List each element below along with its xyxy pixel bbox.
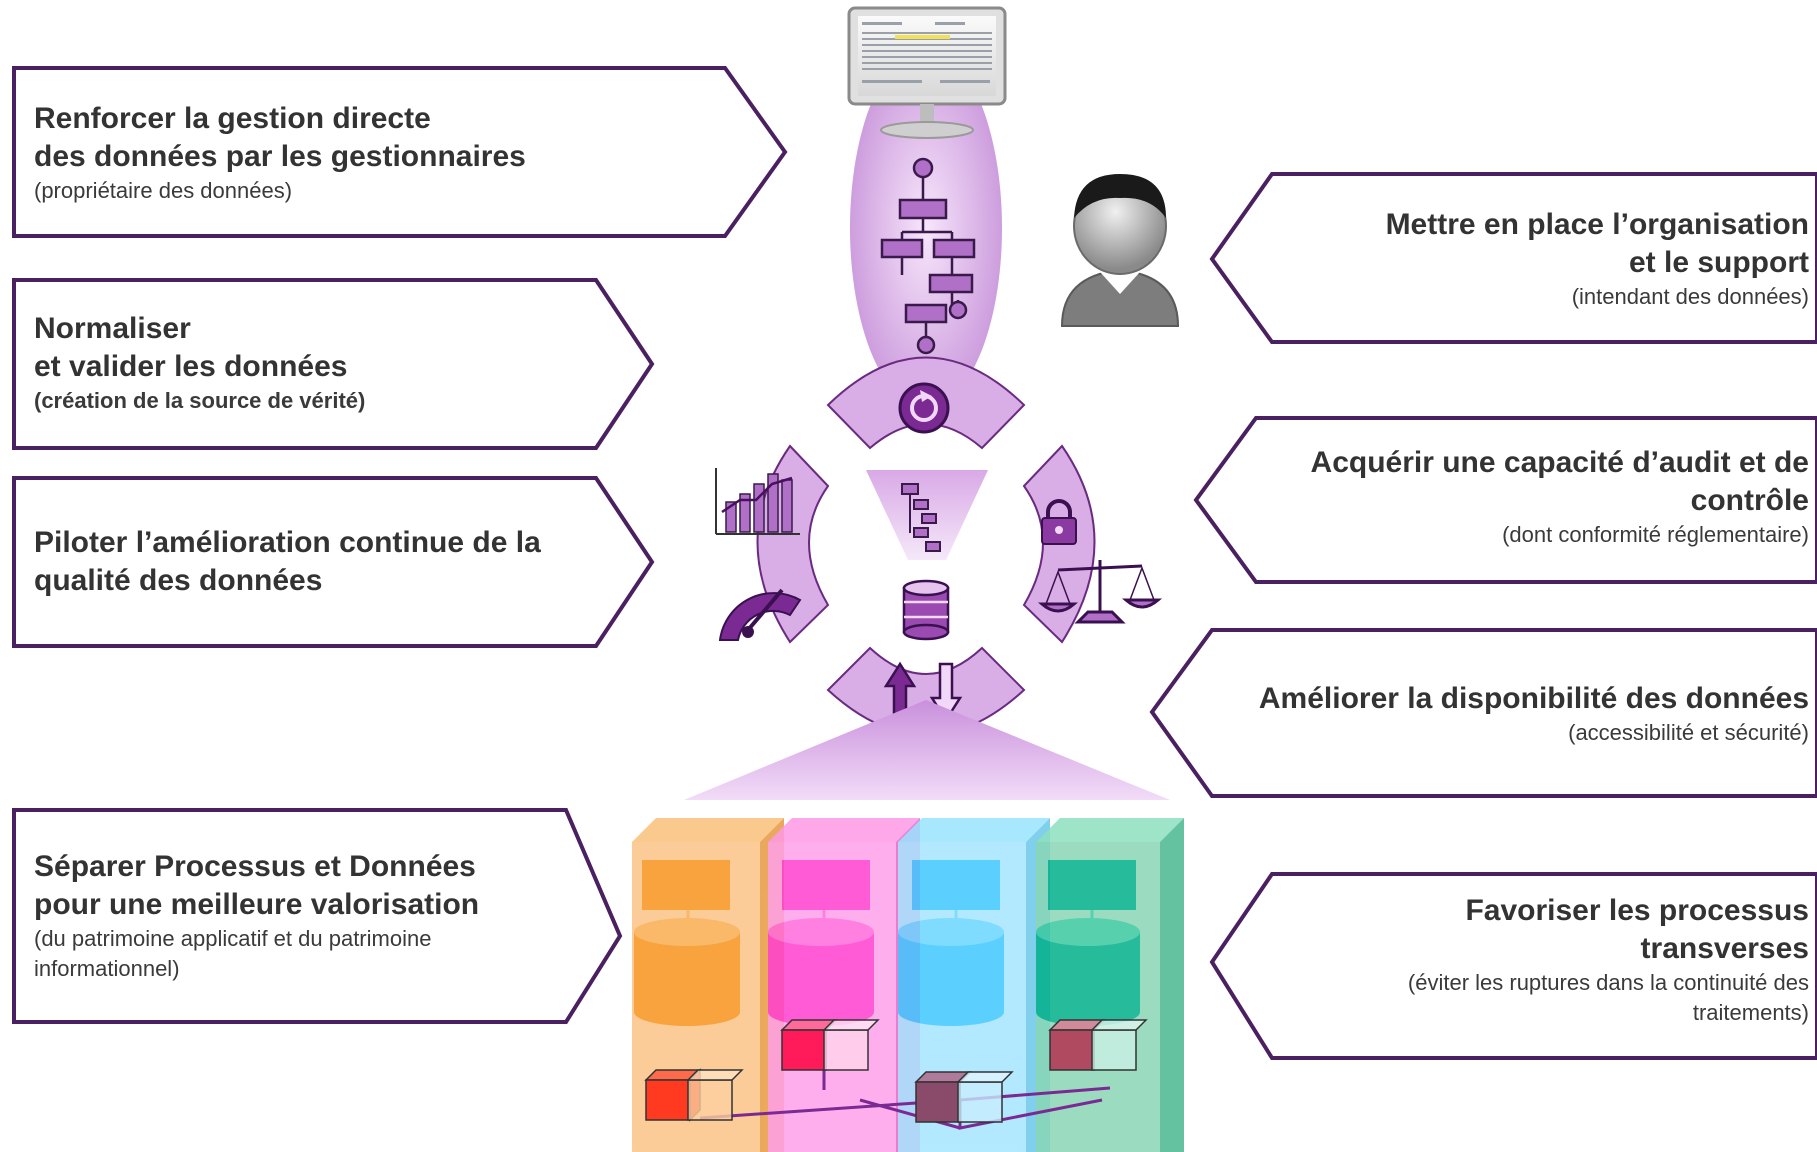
callout-title-line-1: Acquérir une capacité d’audit et de <box>1310 446 1809 479</box>
scales-icon <box>1038 560 1162 624</box>
callout-organisation: Mettre en place l’organisation et le sup… <box>1249 206 1809 312</box>
callout-subtitle-line-1: (du patrimoine applicatif et du patrimoi… <box>34 926 432 951</box>
callout-audit: Acquérir une capacité d’audit et de cont… <box>1249 444 1809 550</box>
arrow-shape-c4 <box>12 808 623 1024</box>
callout-title-line-1: Améliorer la disponibilité des données <box>1258 682 1809 715</box>
callout-subtitle: (intendant des données) <box>1571 284 1809 309</box>
arrow-shape-c2 <box>12 278 655 450</box>
callout-title-line-2: contrôle <box>1690 484 1809 517</box>
callout-subtitle-line-1: (éviter les ruptures dans la continuité … <box>1407 970 1809 995</box>
process-cube-orange <box>644 1068 744 1122</box>
user-icon <box>1060 174 1180 327</box>
callout-subtitle: (accessibilité et sécurité) <box>1568 720 1809 745</box>
callout-disponibilite: Améliorer la disponibilité des données (… <box>1189 680 1809 748</box>
callout-piloter: Piloter l’amélioration continue de la qu… <box>34 524 614 600</box>
callout-title-line-2: et valider les données <box>34 350 348 383</box>
callout-title-line-1: Piloter l’amélioration continue de la <box>34 526 541 559</box>
chart-icon <box>715 468 800 535</box>
callout-separer: Séparer Processus et Données pour une me… <box>34 848 574 984</box>
arrow-shape-c6 <box>1193 416 1817 584</box>
tree-icon <box>901 483 941 552</box>
process-lens <box>850 48 1002 408</box>
callout-title-line-2: qualité des données <box>34 564 323 597</box>
central-graphic <box>684 6 1170 800</box>
callout-processus-transverses: Favoriser les processus transverses (évi… <box>1249 892 1809 1028</box>
callout-title-line-2: transverses <box>1640 932 1809 965</box>
callout-subtitle: (création de la source de vérité) <box>34 388 366 413</box>
refresh-icon <box>898 382 950 434</box>
callout-title-line-1: Favoriser les processus <box>1465 894 1809 927</box>
process-cube-blue <box>914 1071 1014 1123</box>
callout-title-line-2: pour une meilleure valorisation <box>34 888 480 921</box>
callout-title-line-1: Normaliser <box>34 312 191 345</box>
bottom-triangle <box>684 700 1170 800</box>
callout-title-line-2: et le support <box>1628 246 1809 279</box>
callout-gestion-directe: Renforcer la gestion directe des données… <box>34 100 734 206</box>
callout-title-line-1: Mettre en place l’organisation <box>1385 208 1809 241</box>
lock-icon <box>1041 499 1077 545</box>
callout-subtitle-line-2: informationnel) <box>34 956 180 981</box>
callout-normaliser: Normaliser et valider les données (créat… <box>34 310 614 416</box>
arrow-shape-c8 <box>1209 872 1817 1060</box>
callout-title-line-1: Séparer Processus et Données <box>34 850 476 883</box>
application-columns <box>632 818 1184 1152</box>
callout-title-line-1: Renforcer la gestion directe <box>34 102 431 135</box>
column-pink <box>768 818 920 1152</box>
flowchart-icon <box>880 157 976 355</box>
callout-subtitle: (dont conformité réglementaire) <box>1502 522 1809 547</box>
gauge-icon <box>718 588 802 641</box>
column-green <box>1036 818 1184 1152</box>
callout-subtitle-line-2: traitements) <box>1692 1000 1809 1025</box>
callout-subtitle: (propriétaire des données) <box>34 178 293 203</box>
arrow-shape-c5 <box>1209 172 1817 344</box>
process-cube-pink <box>780 1019 880 1071</box>
arrow-shape-c7 <box>1149 628 1817 798</box>
database-icon <box>902 579 950 641</box>
arrow-shape-c1 <box>12 66 788 238</box>
arrow-shape-c3 <box>12 476 655 648</box>
callout-title-line-2: des données par les gestionnaires <box>34 140 526 173</box>
monitor-icon <box>847 6 1007 139</box>
callout-shapes <box>12 66 1817 1060</box>
process-cube-green <box>1048 1019 1148 1071</box>
